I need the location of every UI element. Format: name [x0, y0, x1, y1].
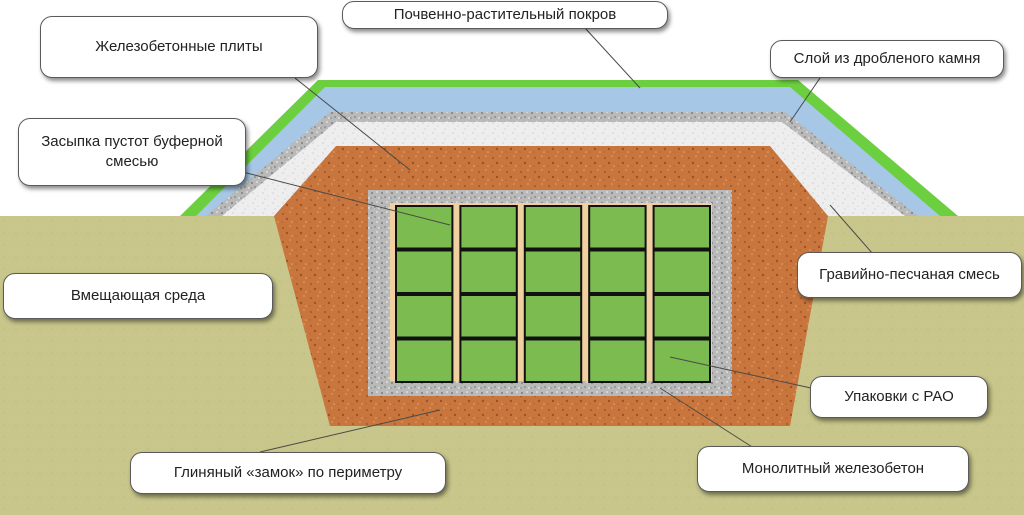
rao-package — [523, 338, 583, 383]
rao-package — [459, 205, 518, 250]
label-rao-packages: Упаковки с РАО — [810, 376, 988, 418]
leader-rc-slabs — [294, 77, 411, 171]
label-gravel-sand: Гравийно-песчаная смесь — [797, 252, 1022, 298]
label-soil-cover: Почвенно-растительный покров — [342, 1, 668, 29]
label-clay-lock: Глиняный «замок» по периметру — [130, 452, 446, 494]
label-crushed-stone: Слой из дробленого камня — [770, 40, 1004, 78]
rao-package — [588, 338, 647, 383]
rao-package — [523, 205, 583, 250]
rao-package — [652, 294, 711, 339]
leader-monolithic — [659, 387, 761, 453]
rao-package — [459, 249, 518, 294]
label-monolithic-rc: Монолитный железобетон — [697, 446, 969, 492]
rao-package — [523, 249, 583, 294]
leader-clay-lock — [259, 409, 441, 453]
leader-rao-packages — [669, 356, 821, 391]
package-grid — [395, 205, 711, 383]
leader-buffer-fill — [234, 169, 451, 226]
leader-soil-cover — [584, 27, 641, 89]
rao-package — [459, 338, 518, 383]
rao-package — [588, 294, 647, 339]
rao-package — [395, 205, 454, 250]
rao-package — [395, 338, 454, 383]
rao-package — [459, 294, 518, 339]
rao-package — [588, 249, 647, 294]
rao-package — [588, 205, 647, 250]
label-rc-slabs: Железобетонные плиты — [40, 16, 318, 78]
rao-package — [395, 249, 454, 294]
leader-lines — [234, 27, 881, 453]
rao-package — [395, 294, 454, 339]
rao-package — [652, 205, 711, 250]
leader-crushed-stone — [789, 77, 821, 123]
rao-package — [523, 294, 583, 339]
label-host-medium: Вмещающая среда — [3, 273, 273, 319]
label-buffer-fill: Засыпка пустот буферной смесью — [18, 118, 246, 186]
rao-package — [652, 249, 711, 294]
rao-package — [652, 338, 711, 383]
